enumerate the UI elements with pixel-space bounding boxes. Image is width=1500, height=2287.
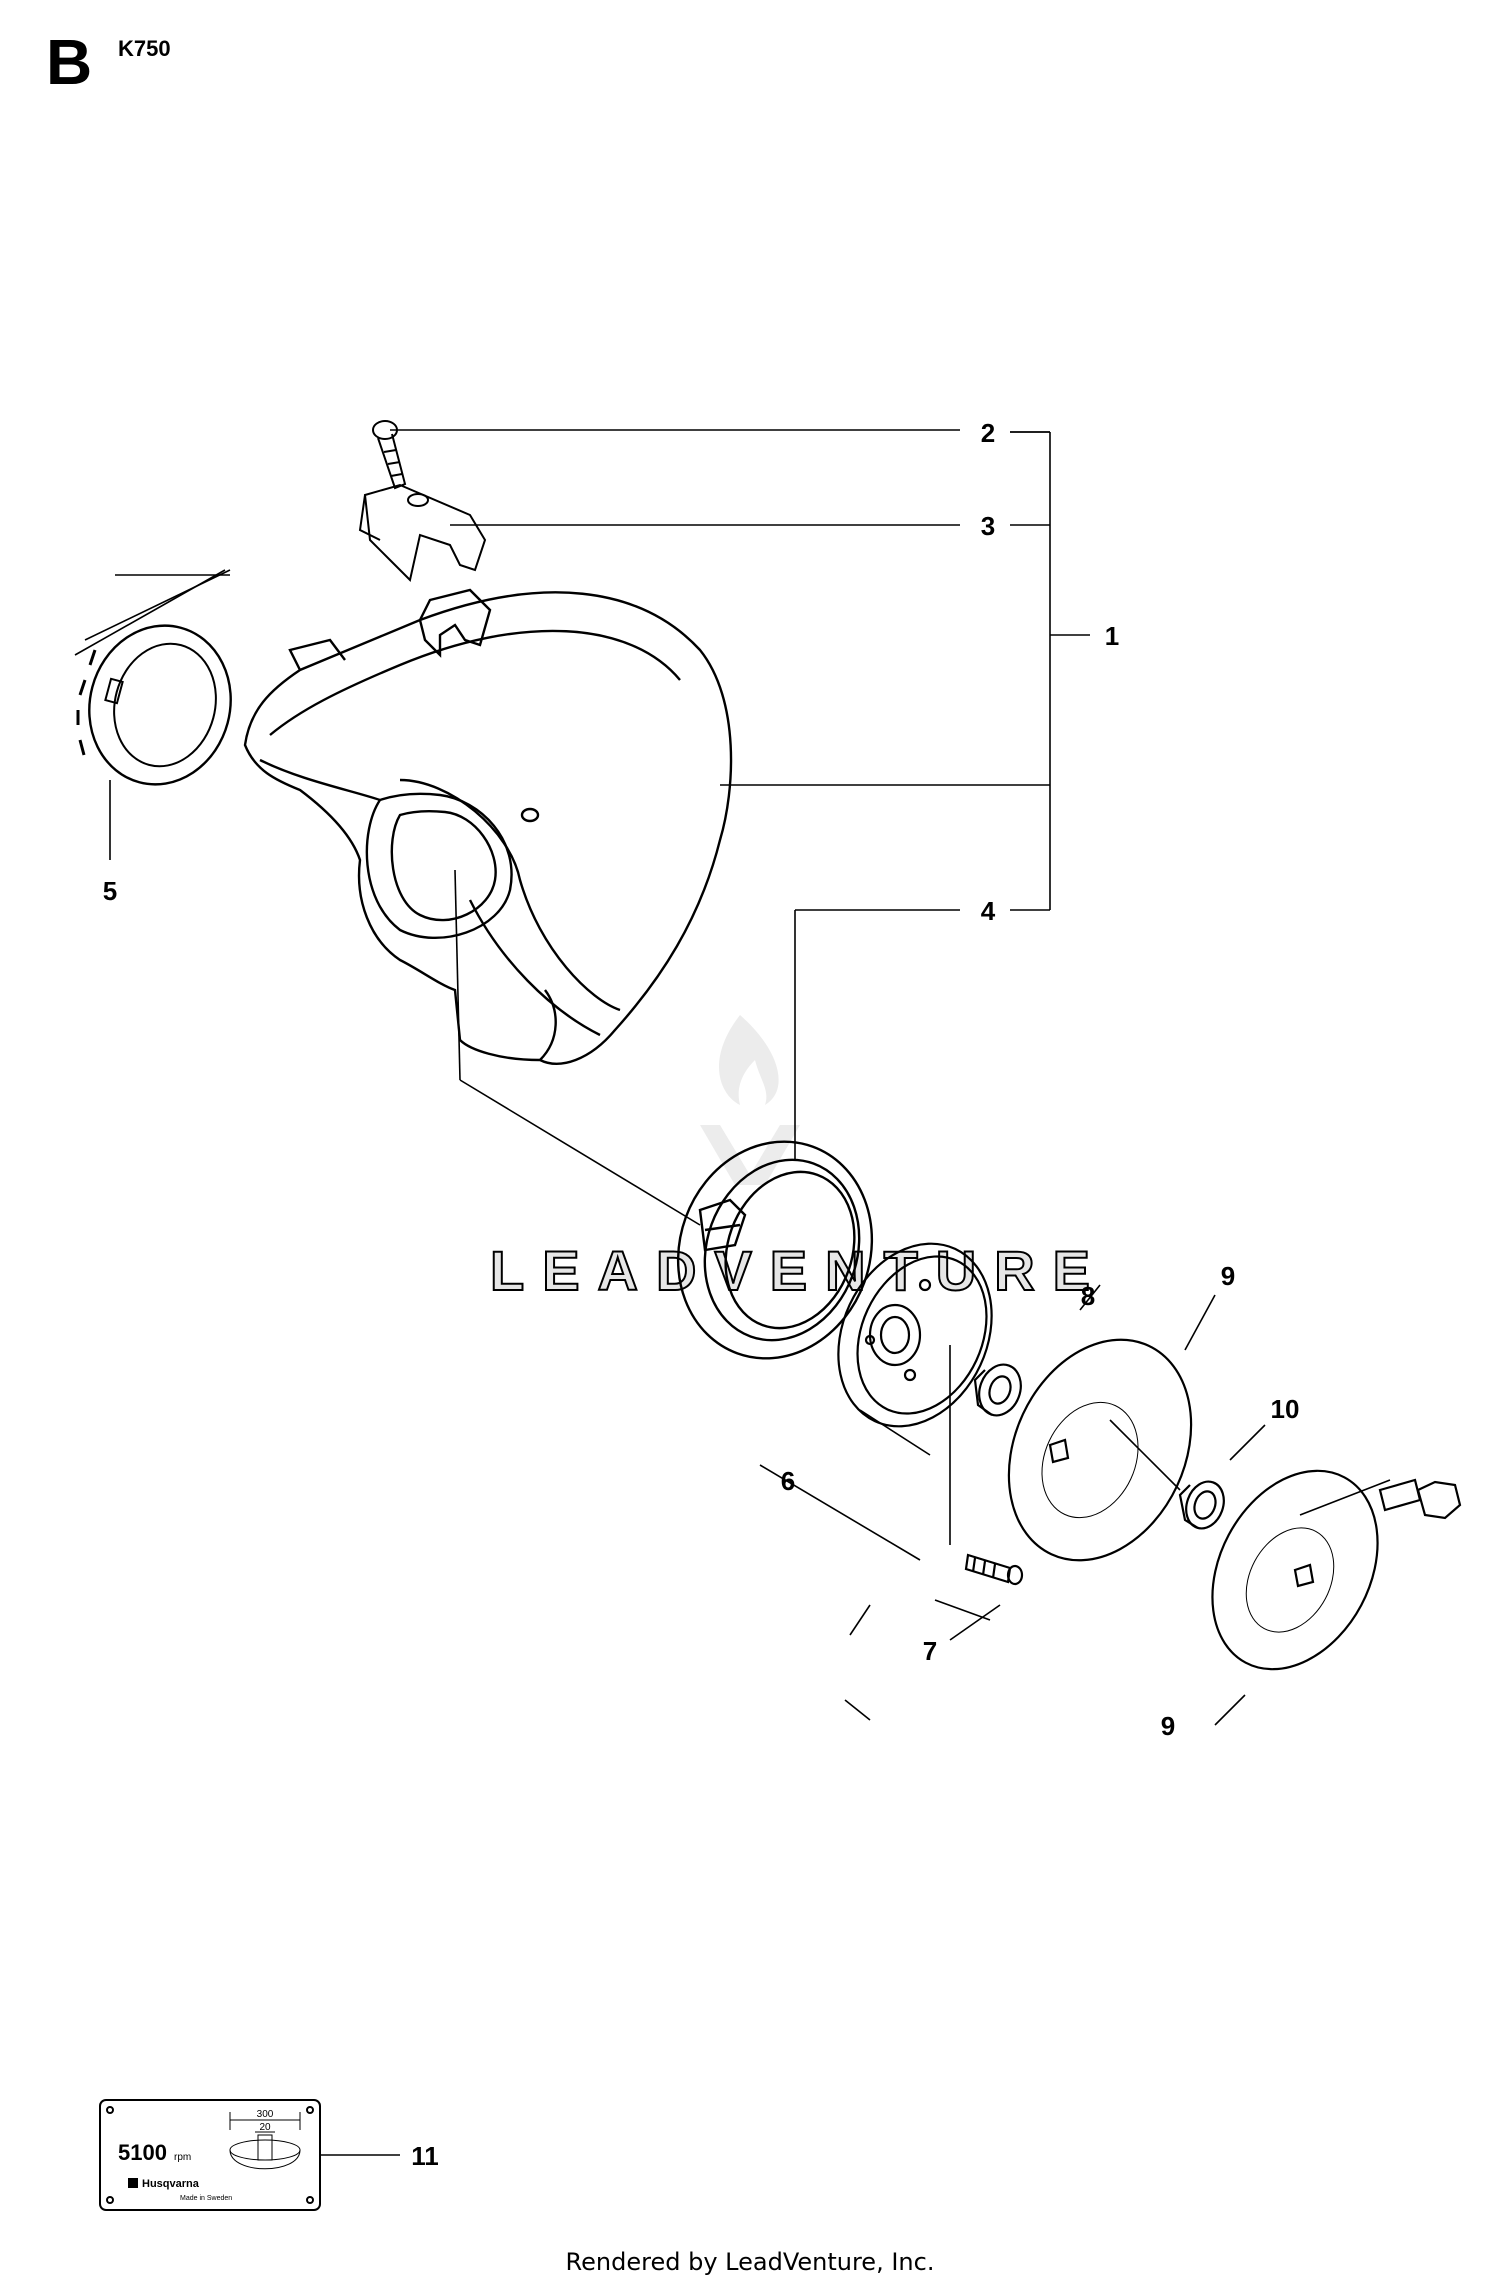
bearing-ring-part-4 [676,1140,874,1360]
callout-labels: 2 3 1 5 4 8 9 10 6 7 9 11 [103,418,1300,2171]
decal-origin: Made in Sweden [180,2195,232,2202]
leader-lines [74,429,1391,2156]
clamp-part-3 [358,483,487,582]
blade-guard-part-1 [243,588,733,1065]
callout-10: 10 [1271,1394,1300,1424]
nut-part-8 [973,1363,1022,1417]
decal-dim-inner: 20 [259,2122,271,2133]
bushing-part-10 [1178,1480,1225,1530]
callout-9-lower: 9 [1161,1711,1175,1741]
callout-2: 2 [981,418,995,448]
decal-dim-outer: 300 [257,2109,274,2120]
callout-11: 11 [411,2141,439,2171]
decal-brand: Husqvarna [142,2178,200,2190]
callout-1: 1 [1105,621,1119,651]
ring-part-5 [76,624,232,786]
callout-5: 5 [103,876,117,906]
decal-text: 5100 rpm 300 20 Husqvarna Made in Sweden [118,2109,274,2202]
model-name: K750 [118,36,171,61]
arbor-bolt [1378,1478,1462,1520]
footer-credit: Rendered by LeadVenture, Inc. [565,2248,935,2276]
watermark-text: LEADVENTURE [490,1239,1108,1302]
decal-part-11 [99,2099,321,2211]
callout-7: 7 [923,1636,937,1666]
decal-speed: 5100 [118,2140,167,2165]
washer-part-9b [1211,1469,1379,1671]
flange-part-6 [837,1242,993,1428]
decal-speed-unit: rpm [174,2152,191,2163]
bolt-part-7 [964,1553,1024,1586]
section-letter: B [46,26,93,98]
watermark: LEADVENTURE [489,1015,1108,1303]
callout-4: 4 [981,896,996,926]
callout-9-upper: 9 [1221,1261,1235,1291]
callout-6: 6 [781,1466,795,1496]
screw-part-2 [372,420,407,490]
callout-8: 8 [1081,1281,1095,1311]
washer-part-9a [1007,1338,1193,1562]
callout-3: 3 [981,511,995,541]
